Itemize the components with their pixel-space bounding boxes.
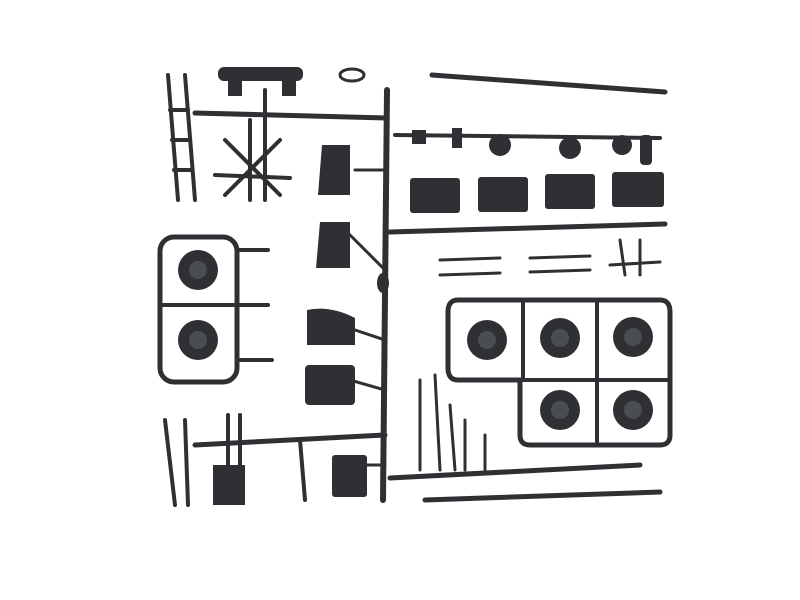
runner-bottom-right-1 <box>387 462 643 481</box>
panel-part <box>612 172 664 207</box>
runner-middle-right <box>387 221 668 235</box>
runner-bottom-left <box>192 432 388 448</box>
ladder-part <box>166 73 197 202</box>
wheel <box>613 317 653 357</box>
hub-part <box>489 134 511 156</box>
wheel <box>540 390 580 430</box>
panel-part <box>545 174 595 209</box>
runner-top-left <box>192 110 390 121</box>
seat-part <box>307 308 355 345</box>
frame-part-bottom <box>163 413 307 507</box>
wheel <box>613 390 653 430</box>
box-part <box>332 455 367 497</box>
wheel <box>178 320 218 360</box>
panel-part <box>478 177 528 212</box>
steering-wheel-part <box>338 67 366 83</box>
wheel <box>178 250 218 290</box>
top-part <box>218 67 303 81</box>
bracket-parts <box>438 238 662 277</box>
seat-part <box>305 365 355 405</box>
hub-part <box>612 135 632 155</box>
runner-top-right <box>429 72 668 95</box>
body-part <box>318 145 350 195</box>
runner-spoke <box>348 378 387 392</box>
wheel-frame-right <box>445 297 673 448</box>
wheel-frame-left <box>157 234 240 385</box>
panel-part <box>410 178 460 213</box>
runner-spoke <box>343 228 387 272</box>
rod-parts <box>418 373 487 472</box>
wheel <box>540 318 580 358</box>
box-part <box>213 465 245 505</box>
runner-bottom-right-2 <box>422 489 663 503</box>
body-part <box>316 222 350 268</box>
hub-part <box>559 137 581 159</box>
wheel <box>467 320 507 360</box>
main-runner <box>380 87 390 503</box>
runner-spoke <box>353 328 387 342</box>
frame-part <box>213 88 292 202</box>
